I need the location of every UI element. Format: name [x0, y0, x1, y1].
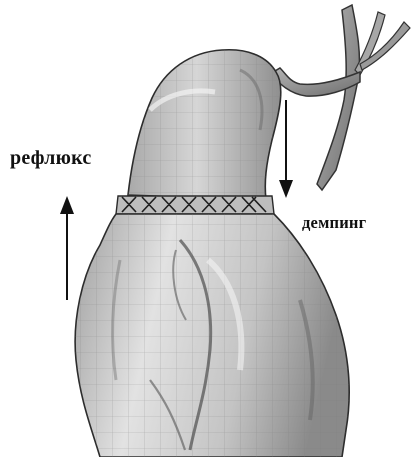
anastomosis-suture-line	[116, 196, 274, 214]
reflux-label: рефлюкс	[10, 148, 91, 168]
vessel-branch	[270, 5, 410, 190]
dumping-label: демпинг	[302, 215, 366, 232]
stomach-body	[75, 214, 349, 457]
dumping-arrow	[279, 100, 293, 198]
reflux-arrow	[60, 196, 74, 300]
gastric-pouch	[128, 50, 281, 200]
